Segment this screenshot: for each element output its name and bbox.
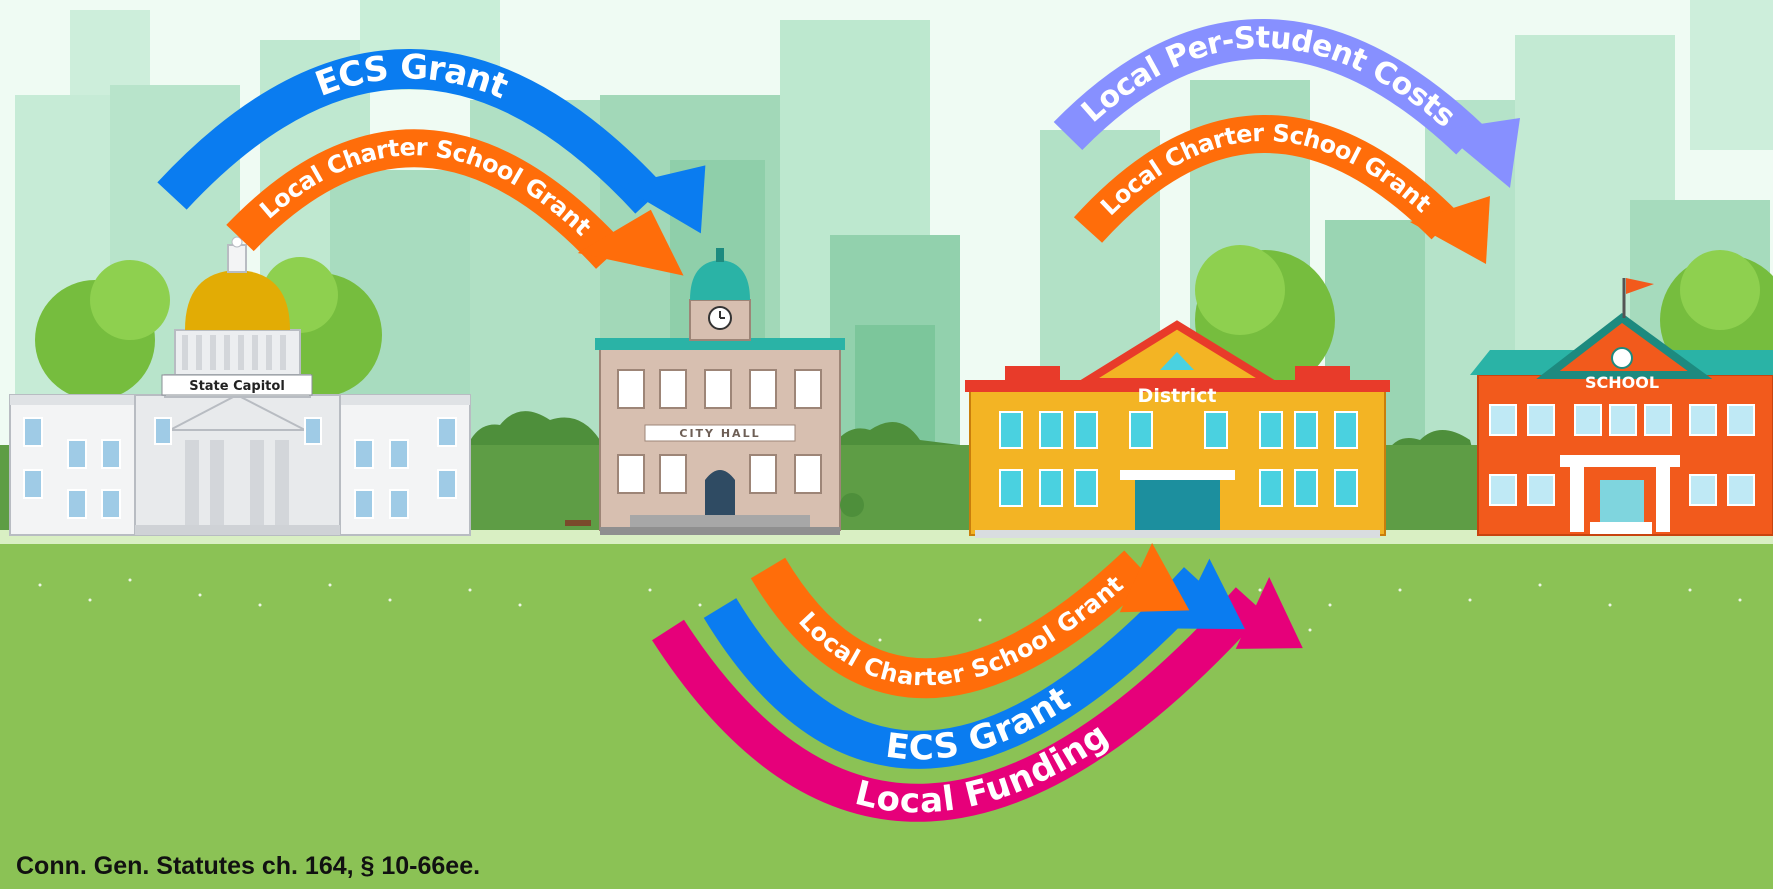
capitol-label: State Capitol [189, 379, 285, 394]
district-building: District [965, 320, 1390, 538]
city-hall-label: CITY HALL [679, 427, 760, 440]
ground [0, 530, 1773, 889]
arrow-state-ecs-grant: ECS Grant [157, 47, 706, 234]
school-building: SCHOOL [1470, 278, 1773, 536]
state-capitol-building: State Capitol [9, 236, 471, 536]
city-hall-building: CITY HALL [565, 248, 864, 535]
school-label: SCHOOL [1585, 373, 1659, 392]
statute-citation: Conn. Gen. Statutes ch. 164, § 10-66ee. [16, 852, 481, 880]
district-label: District [1138, 385, 1217, 407]
